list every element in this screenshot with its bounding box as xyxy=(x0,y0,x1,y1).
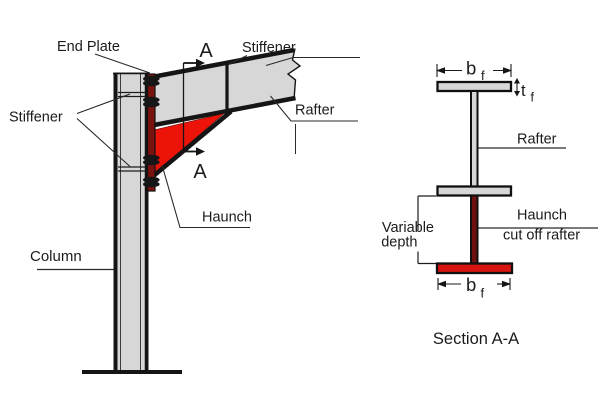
bolt xyxy=(143,159,160,166)
dim-arrow-right xyxy=(502,280,511,288)
tf-symbol: t xyxy=(521,82,526,100)
section-cut-marker: A A xyxy=(182,40,213,183)
haunch-label: Haunch xyxy=(202,210,252,226)
stiffener-left-label: Stiffener xyxy=(9,110,63,126)
bf-bottom-subscript: f xyxy=(481,286,485,301)
dim-arrow-left xyxy=(437,280,446,288)
dim-arrow-right xyxy=(503,67,512,74)
section-haunch-flange xyxy=(435,262,514,275)
dim-arrow-left xyxy=(436,67,445,74)
rafter-left-label: Rafter xyxy=(295,103,335,119)
bolt xyxy=(143,75,160,82)
end-plate-leader xyxy=(94,53,151,74)
haunch-note-line2: cut off rafter xyxy=(503,228,580,244)
section-letter-top: A xyxy=(199,40,213,62)
haunch-note-line1: Haunch xyxy=(517,208,567,224)
tf-arrow-up xyxy=(514,78,520,84)
variable-depth-label-line2: depth xyxy=(381,235,417,251)
section-caption: Section A-A xyxy=(433,330,519,348)
rafter-right-label: Rafter xyxy=(517,132,557,148)
haunch-bottom-flange xyxy=(149,109,233,180)
tf-subscript: f xyxy=(531,91,535,105)
tf-thickness-marker xyxy=(514,78,520,97)
bolt xyxy=(143,176,160,183)
stiffener-left-leader-bottom xyxy=(76,118,131,167)
bolt xyxy=(143,80,160,87)
variable-depth-label-line1: Variable xyxy=(382,220,434,236)
rafter-left-leader xyxy=(270,95,358,122)
leader-lines-left xyxy=(37,53,360,271)
bolt xyxy=(143,101,160,108)
bolt xyxy=(143,154,160,161)
section-letter-bottom: A xyxy=(193,161,207,183)
section-arrow-bottom-head xyxy=(196,147,205,156)
column-label: Column xyxy=(30,248,82,265)
stiffener-top-leader xyxy=(228,55,248,65)
section-haunch-web xyxy=(470,194,479,265)
bolt xyxy=(143,181,160,188)
haunch-leader xyxy=(161,164,250,229)
section-rafter-web xyxy=(470,90,479,188)
tf-arrow-down xyxy=(514,91,520,97)
end-plate-label: End Plate xyxy=(57,39,120,55)
stiffener-top-underline xyxy=(265,56,360,67)
end-plate-shape xyxy=(146,73,156,192)
rafter-bottom-flange xyxy=(151,95,296,128)
stiffener-left-leader-top xyxy=(76,93,131,115)
variable-depth-bracket xyxy=(417,195,436,265)
stiffener-top-label: Stiffener xyxy=(242,40,296,56)
bf-top-symbol: b xyxy=(466,58,476,79)
section-rafter-bottom-flange xyxy=(436,185,513,197)
column-shape xyxy=(113,72,149,373)
bolt-group xyxy=(143,75,160,188)
section-rafter-top-flange xyxy=(436,80,513,93)
bolt xyxy=(143,96,160,103)
rafter-web-shape xyxy=(150,48,300,128)
bf-top-subscript: f xyxy=(481,68,485,83)
rafter-top-flange xyxy=(149,47,295,80)
section-arrow-top-head xyxy=(196,58,205,68)
bf-bottom-symbol: b xyxy=(466,274,476,295)
